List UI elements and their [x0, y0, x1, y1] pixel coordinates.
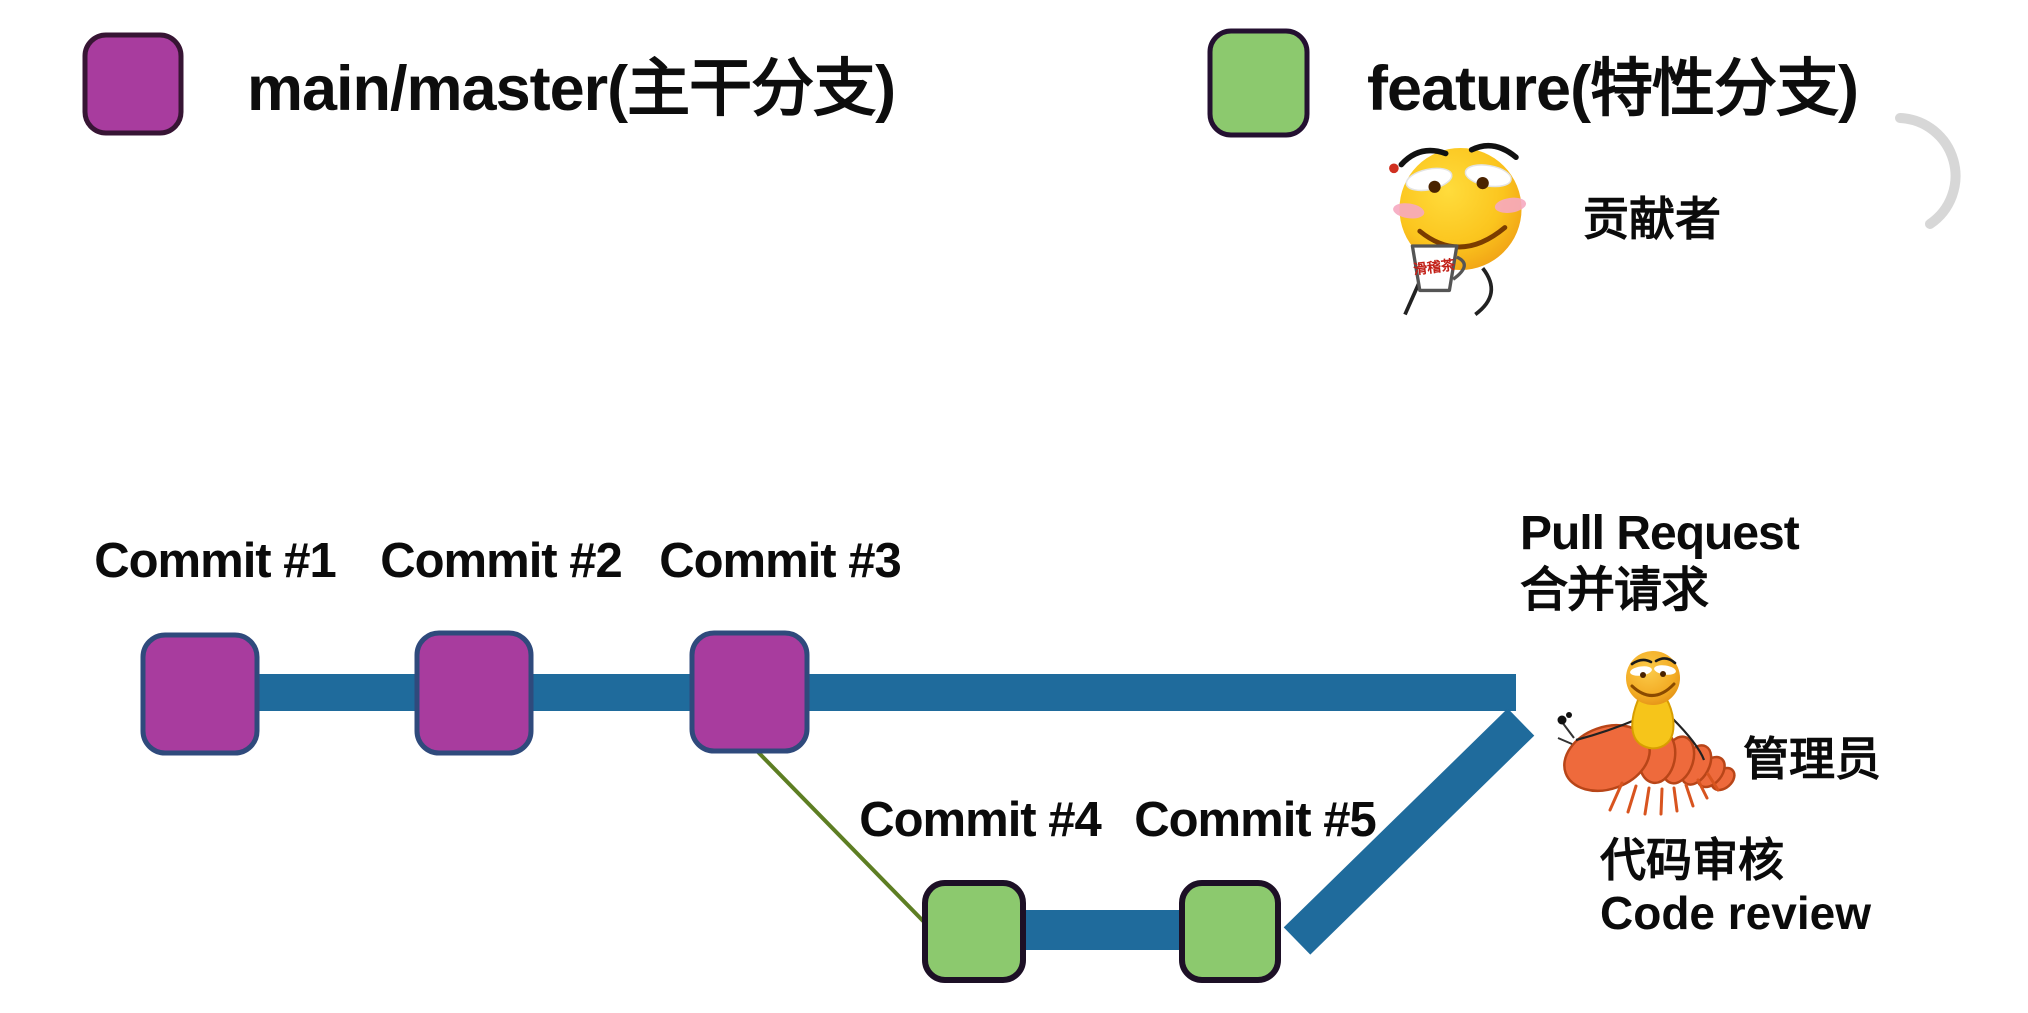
- legend-feature-swatch: [1207, 28, 1310, 138]
- legend-main-label: main/master(主干分支): [247, 54, 896, 124]
- shrimp-legs: [1608, 772, 1720, 816]
- main-branch-line: [175, 674, 1516, 711]
- legend-main-swatch: [82, 32, 184, 136]
- rider-body: [1631, 696, 1675, 750]
- watermark-arc: [1895, 113, 1961, 229]
- commit-label-4: Commit #4: [859, 793, 1102, 847]
- commit-label-2: Commit #2: [380, 534, 623, 588]
- commit-node-5: [1179, 880, 1281, 983]
- teacup: [1410, 244, 1459, 293]
- commit-node-1: [140, 632, 260, 756]
- code-review-block: 代码审核 Code review: [1600, 834, 1871, 940]
- pull-request-block: Pull Request 合并请求: [1520, 505, 1800, 619]
- code-review-en: Code review: [1600, 887, 1871, 939]
- admin-label: 管理员: [1743, 733, 1881, 785]
- commit-node-4: [922, 880, 1026, 983]
- contributor-emoji: 滑稽茶: [1389, 142, 1527, 316]
- red-dot: [1389, 163, 1399, 174]
- contributor-label: 贡献者: [1583, 193, 1721, 245]
- main-commit-nodes: [140, 630, 810, 756]
- commit-label-3: Commit #3: [659, 534, 902, 588]
- commit-node-2: [414, 630, 534, 756]
- pull-request-zh: 合并请求: [1520, 564, 1709, 617]
- merge-line: [1283, 708, 1535, 955]
- commit-label-1: Commit #1: [94, 534, 337, 588]
- feature-commit-nodes: [922, 880, 1281, 983]
- code-review-zh: 代码审核: [1600, 834, 1784, 886]
- legend-feature-label: feature(特性分支): [1367, 54, 1859, 124]
- feature-branch-line: [1000, 910, 1196, 950]
- pull-request-en: Pull Request: [1520, 507, 1800, 560]
- teacup-text: 滑稽茶: [1412, 256, 1455, 277]
- admin-emoji: [1557, 651, 1736, 816]
- branch-out-line: [756, 750, 930, 928]
- commit-node-3: [689, 630, 810, 754]
- commit-label-5: Commit #5: [1134, 793, 1377, 847]
